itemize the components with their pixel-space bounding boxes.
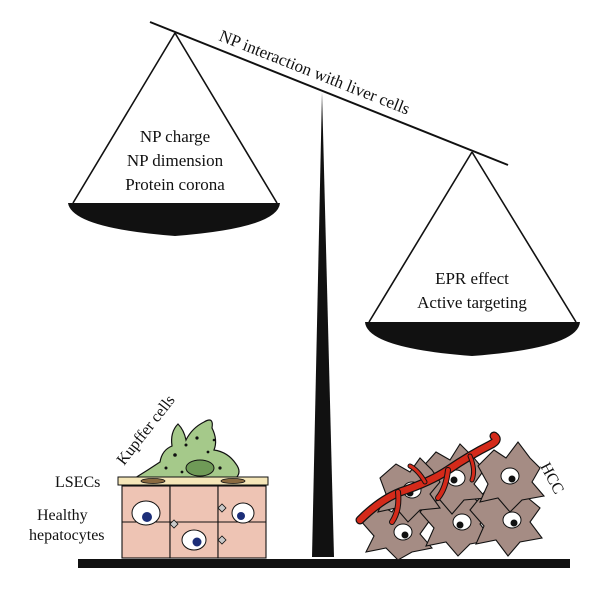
right-pan-labels: EPR effect Active targeting bbox=[417, 269, 527, 312]
kupffer-nucleus bbox=[185, 459, 215, 477]
right-pan-label-2: Active targeting bbox=[417, 293, 527, 312]
left-pan-label-3: Protein corona bbox=[125, 175, 225, 194]
left-pan bbox=[68, 32, 280, 236]
right-pan-bowl bbox=[365, 322, 580, 356]
hcc-tissue bbox=[355, 431, 546, 561]
left-pan-label-1: NP charge bbox=[140, 127, 210, 146]
left-pan-label-2: NP dimension bbox=[127, 151, 224, 170]
right-pan-label-1: EPR effect bbox=[435, 269, 509, 288]
right-pan bbox=[365, 151, 580, 356]
hepatocyte-nuclei bbox=[131, 500, 255, 551]
hcc-label: HCC bbox=[536, 460, 566, 497]
lsec-layer bbox=[117, 476, 269, 486]
lsecs-label: LSECs bbox=[55, 474, 100, 491]
cell-junctions bbox=[169, 503, 227, 545]
hepatocytes-label-2: hepatocytes bbox=[29, 527, 105, 544]
scale-pillar bbox=[312, 92, 334, 557]
healthy-tissue bbox=[117, 419, 269, 559]
beam-title: NP interaction with liver cells bbox=[217, 26, 413, 119]
hepatocytes-label-1: Healthy bbox=[37, 507, 88, 524]
left-pan-bowl bbox=[68, 203, 280, 236]
balance-scale bbox=[68, 21, 580, 568]
kupffer-cell bbox=[132, 419, 240, 479]
left-pan-labels: NP charge NP dimension Protein corona bbox=[125, 127, 225, 194]
hepatocytes bbox=[121, 485, 267, 559]
blood-vessels bbox=[355, 431, 501, 525]
scale-beam bbox=[149, 21, 509, 166]
kupffer-granules bbox=[164, 436, 222, 474]
scale-base bbox=[78, 559, 570, 568]
